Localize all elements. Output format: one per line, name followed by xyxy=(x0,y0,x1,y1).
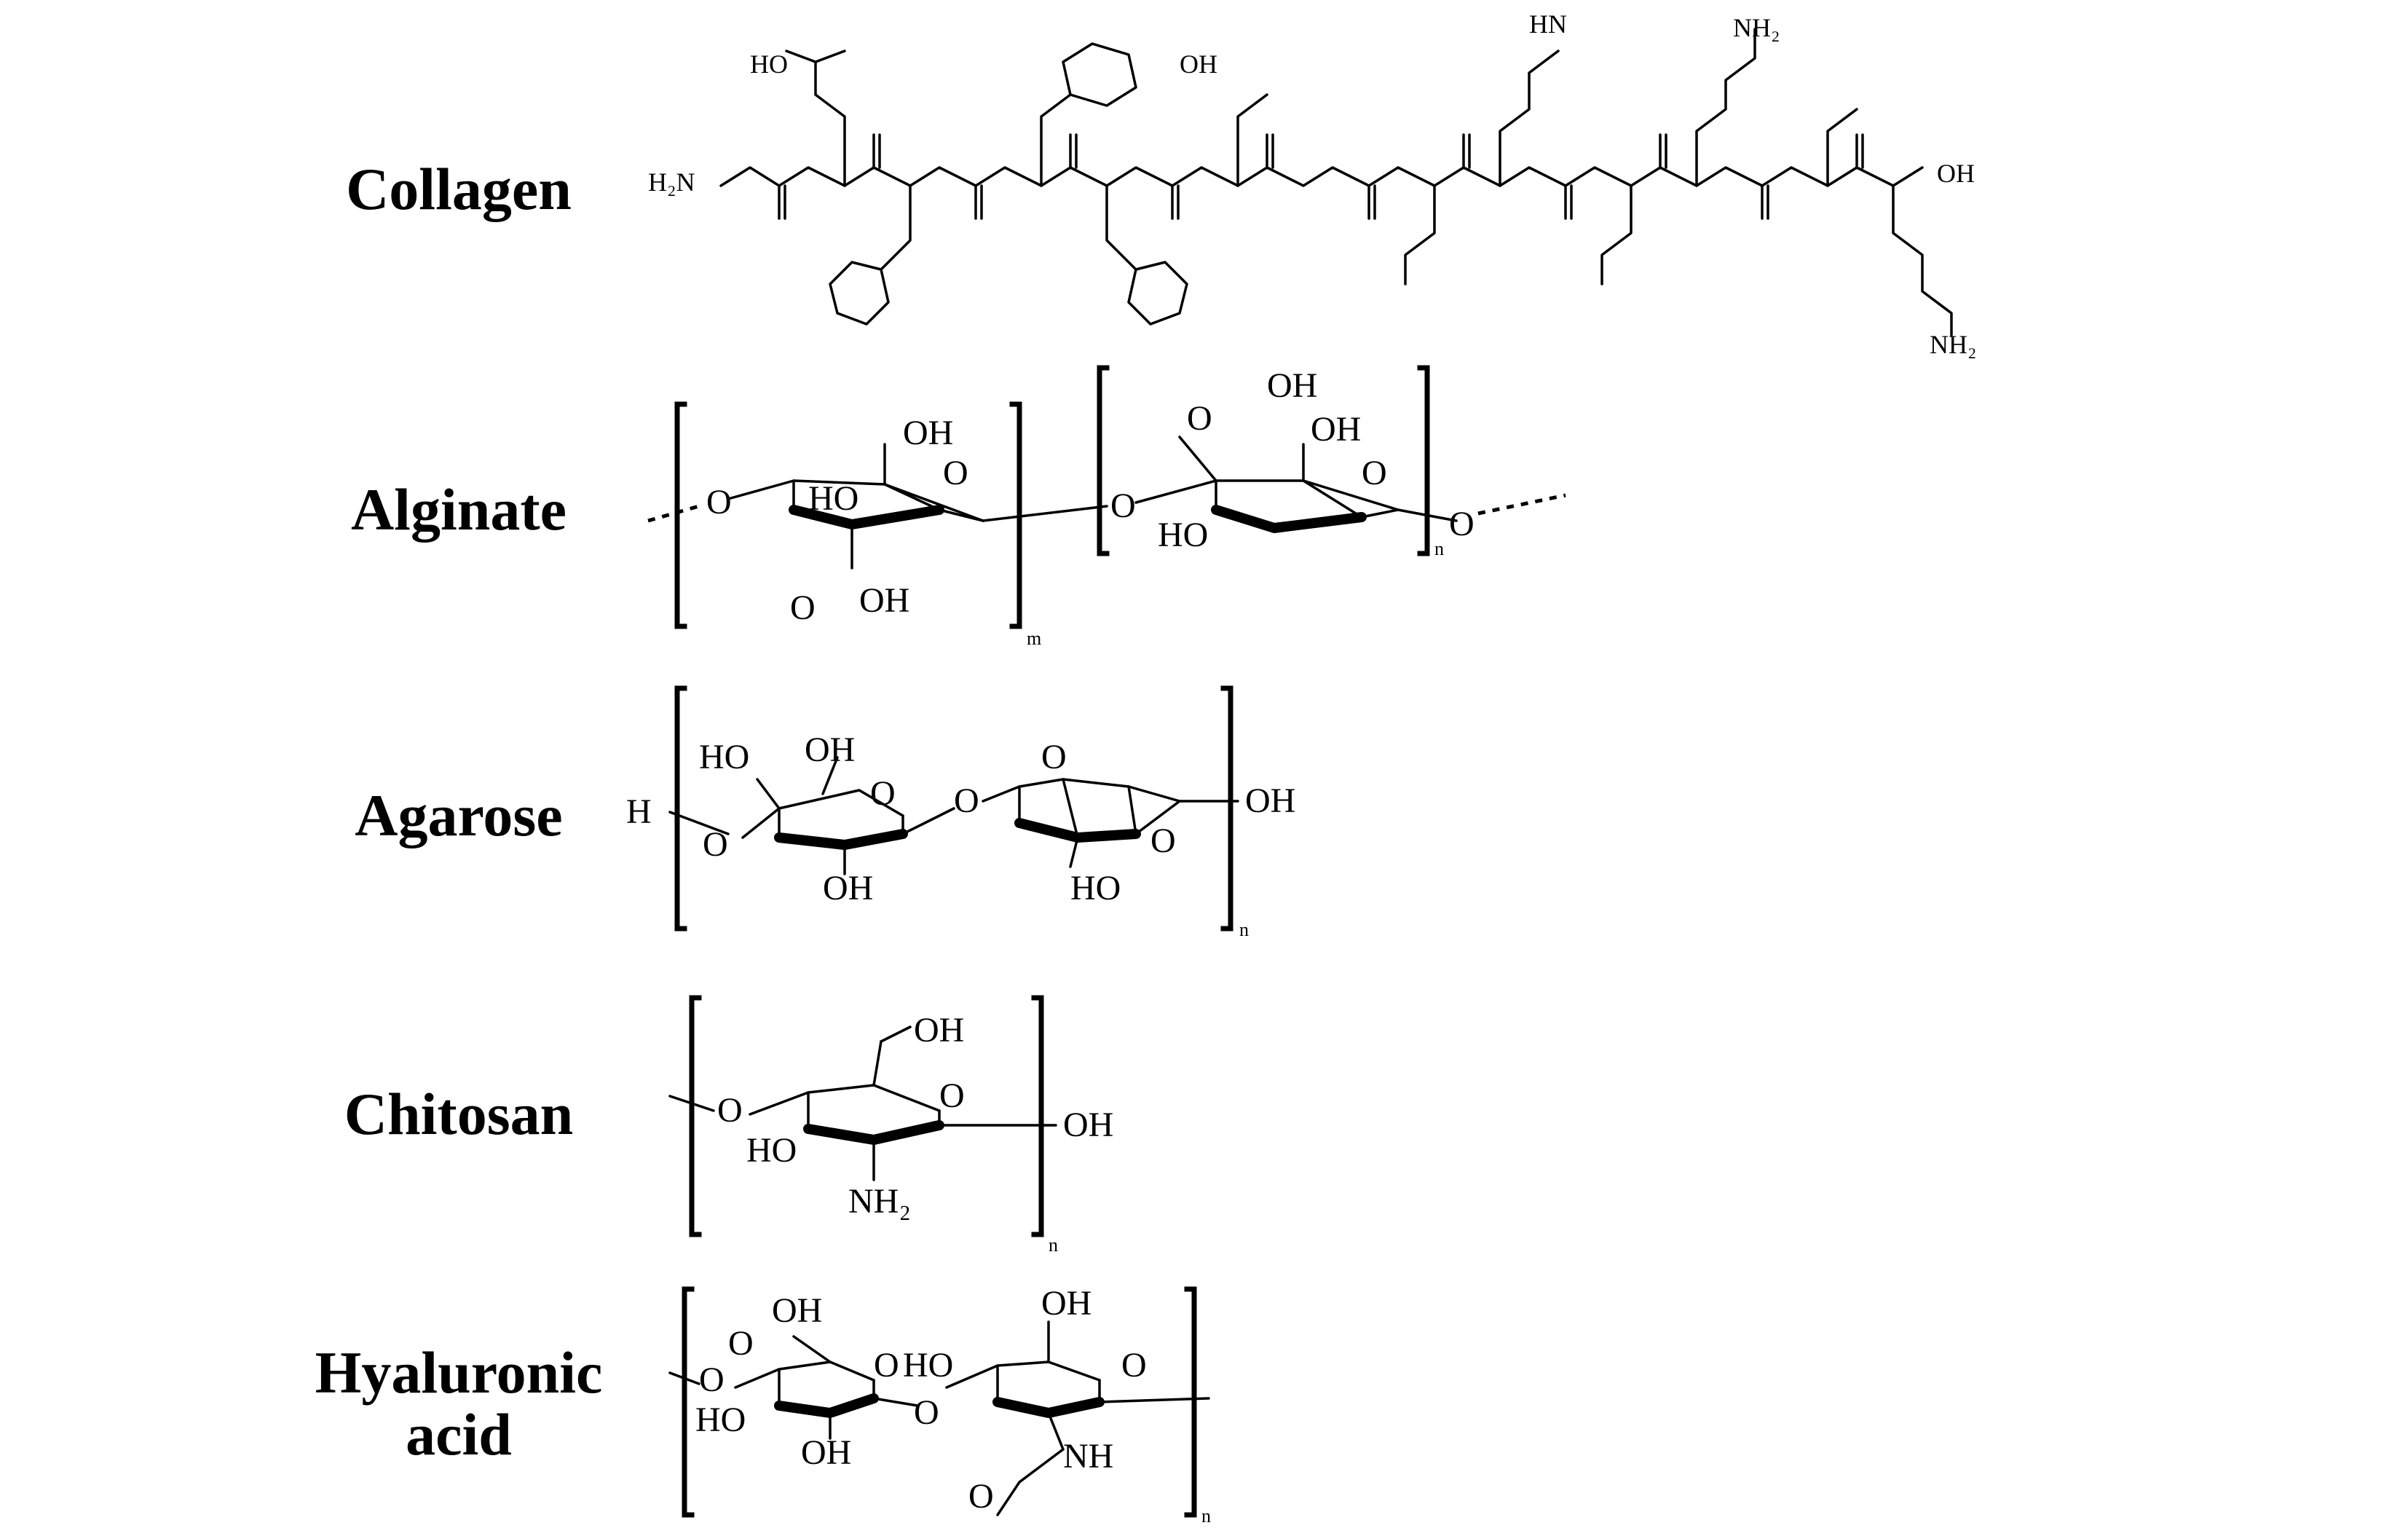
atom-oh-acid2: OH xyxy=(1267,366,1317,405)
atom-o-bridge: O xyxy=(1041,738,1067,776)
sub-n: n xyxy=(1049,1234,1058,1256)
atom-h: H xyxy=(626,792,652,831)
atom-o-ring: O xyxy=(943,454,968,492)
atom-oh: OH xyxy=(801,1433,851,1472)
sub-n: n xyxy=(1201,1505,1211,1527)
atom-h2n: H₂N xyxy=(648,168,695,197)
atom-oh: OH xyxy=(805,730,855,769)
sub-m: m xyxy=(1027,628,1041,649)
structure-agarose xyxy=(668,685,1239,932)
structure-chitosan xyxy=(668,995,1057,1237)
structure-collagen xyxy=(719,28,1953,336)
label-collagen: Collagen xyxy=(346,156,572,222)
atom-oh2: OH xyxy=(1311,410,1361,449)
atom-oh-acid: OH xyxy=(859,581,909,620)
atom-o-link: O xyxy=(717,1091,743,1130)
atom-ho: HO xyxy=(699,738,749,776)
agarose-atom-labels: H O HO OH O OH O O O HO OH n xyxy=(626,730,1295,940)
atom-oh: OH xyxy=(903,414,953,452)
atom-o-ring: O xyxy=(939,1076,965,1115)
atom-o-carbonyl: O xyxy=(790,588,816,627)
structure-hyaluronic-acid xyxy=(668,1286,1210,1518)
atom-ho2: HO xyxy=(1070,869,1121,907)
atom-o-ring2: O xyxy=(1150,822,1176,860)
label-chitosan: Chitosan xyxy=(344,1081,574,1147)
label-acid: acid xyxy=(406,1401,512,1468)
atom-hn-arg: HN xyxy=(1529,9,1567,39)
atom-ho: HO xyxy=(746,1131,797,1170)
label-agarose: Agarose xyxy=(355,782,563,848)
sub-n: n xyxy=(1434,538,1444,559)
atom-ho: HO xyxy=(695,1401,746,1439)
row-agarose: Agarose H O HO OH O OH O O O HO OH n xyxy=(0,670,2408,947)
atom-nh2-lys: NH₂ xyxy=(1733,13,1780,42)
label-alginate: Alginate xyxy=(350,476,567,543)
atom-o-glyco: O xyxy=(954,781,979,820)
atom-oh-end: OH xyxy=(1063,1106,1113,1144)
row-hyaluronic-acid: Hyaluronic acid O OH O O HO OH HO O OH O xyxy=(0,1267,2408,1528)
atom-o-glyco: O xyxy=(914,1393,939,1432)
atom-oh2: OH xyxy=(823,869,873,907)
atom-o-link: O xyxy=(699,1360,725,1399)
collagen-atom-labels: H₂N OH HO OH HN NH₂ NH₂ xyxy=(648,9,1977,359)
row-chitosan: Chitosan O OH O HO NH₂ OH n xyxy=(0,983,2408,1260)
atom-o-link: O xyxy=(703,825,728,864)
atom-o-ring: O xyxy=(870,774,896,813)
atom-oh: OH xyxy=(914,1011,964,1049)
alginate-atom-labels: O HO OH O O OH m O O OH OH O HO n O xyxy=(706,366,1475,649)
atom-oh2: OH xyxy=(1041,1284,1092,1323)
atom-o-amide: O xyxy=(968,1477,994,1516)
label-hyaluronic: Hyaluronic xyxy=(315,1339,603,1406)
atom-ho-glu: HO xyxy=(750,50,788,79)
atom-o-carbonyl: O xyxy=(728,1324,754,1363)
chitosan-atom-labels: O OH O HO NH₂ OH n xyxy=(717,1011,1113,1256)
atom-ho: HO xyxy=(808,479,858,518)
row-collagen: Collagen H₂N OH HO xyxy=(0,0,2408,364)
atom-o: O xyxy=(706,483,732,521)
hyaluronic-atom-labels: O OH O O HO OH HO O OH O NH O n xyxy=(695,1284,1211,1527)
atom-ho2: HO xyxy=(1158,516,1208,554)
atom-nh: NH xyxy=(1063,1437,1113,1476)
atom-o-ring2: O xyxy=(1362,454,1387,492)
atom-oh-end: OH xyxy=(1245,781,1295,820)
atom-oh-tyr: OH xyxy=(1180,50,1217,79)
atom-o-carbonyl2: O xyxy=(1187,399,1212,438)
atom-o-ring2: O xyxy=(1121,1346,1147,1385)
sub-n: n xyxy=(1239,919,1249,940)
atom-oh-terminal: OH xyxy=(1937,159,1975,188)
row-alginate: Alginate O HO OH O O OH m xyxy=(0,364,2408,655)
atom-o-end: O xyxy=(1449,505,1475,543)
atom-o-ring: O xyxy=(874,1346,899,1385)
atom-nh2-lys2: NH₂ xyxy=(1930,330,1977,359)
atom-nh2: NH₂ xyxy=(848,1182,911,1221)
atom-ho2: HO xyxy=(903,1346,953,1385)
structure-alginate xyxy=(647,365,1566,629)
atom-o-link: O xyxy=(1110,487,1136,525)
atom-oh-acid: OH xyxy=(772,1291,822,1330)
